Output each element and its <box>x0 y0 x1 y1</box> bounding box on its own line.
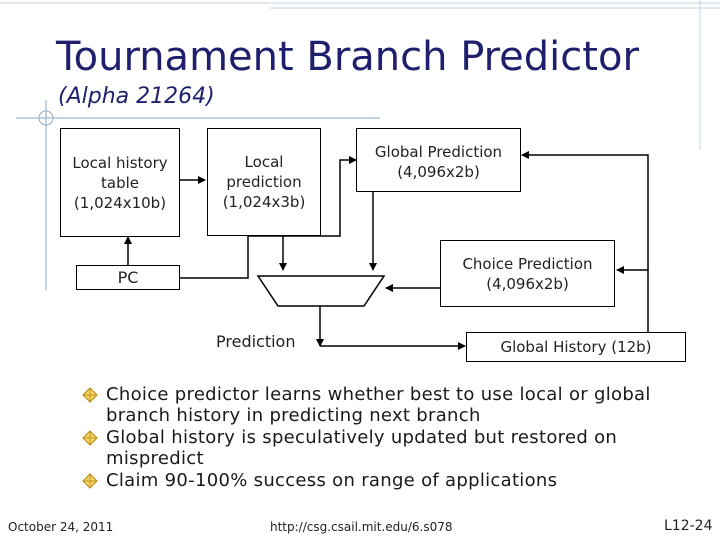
mux-shape <box>256 275 386 307</box>
diamond-bullet-icon <box>82 430 98 446</box>
page-subtitle: (Alpha 21264) <box>58 84 215 109</box>
arrow-history-to-choice <box>616 266 649 332</box>
footer-url[interactable]: http://csg.csail.mit.edu/6.s078 <box>270 520 453 534</box>
slide-number: L12-24 <box>664 518 713 534</box>
bullet-list: Choice predictor learns whether best to … <box>82 384 702 492</box>
pc-box: PC <box>76 265 180 290</box>
bullet-text: Claim 90-100% success on range of applic… <box>106 470 558 491</box>
bullet-item: Choice predictor learns whether best to … <box>82 384 702 426</box>
local-prediction-box: Local prediction (1,024x3b) <box>207 128 321 236</box>
global-history-box: Global History (12b) <box>466 332 686 362</box>
bullet-text: Global history is speculatively updated … <box>106 427 618 469</box>
arrow-history-to-global-prediction <box>521 151 649 270</box>
local-history-table-box: Local history table (1,024x10b) <box>60 128 180 237</box>
bullet-item: Global history is speculatively updated … <box>82 427 702 469</box>
arrow-pc-to-global-prediction <box>180 156 357 279</box>
page-title: Tournament Branch Predictor <box>56 34 639 80</box>
prediction-label: Prediction <box>216 332 296 351</box>
choice-prediction-box: Choice Prediction (4,096x2b) <box>440 240 615 307</box>
bullet-text: Choice predictor learns whether best to … <box>106 384 651 426</box>
global-prediction-box: Global Prediction (4,096x2b) <box>356 128 521 192</box>
bullet-item: Claim 90-100% success on range of applic… <box>82 470 702 491</box>
decor-circle <box>38 110 54 126</box>
diamond-bullet-icon <box>82 387 98 403</box>
diamond-bullet-icon <box>82 473 98 489</box>
footer-date: October 24, 2011 <box>8 520 114 534</box>
